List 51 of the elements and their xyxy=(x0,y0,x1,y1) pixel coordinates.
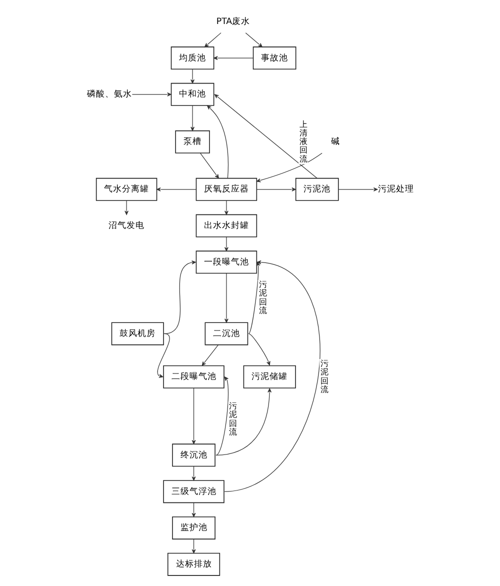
node-box: 二段曝气池 xyxy=(162,365,224,388)
arrow xyxy=(124,200,128,215)
arrow xyxy=(224,260,320,492)
arrow xyxy=(248,262,260,334)
node-box: 达标排放 xyxy=(166,552,220,576)
arrow xyxy=(191,538,196,554)
node-box: 均质池 xyxy=(170,46,214,70)
arrow xyxy=(163,260,196,334)
node-box: 泵槽 xyxy=(174,130,210,154)
arrow xyxy=(156,187,196,192)
node-box: 二沉池 xyxy=(204,322,248,346)
arrow xyxy=(224,236,228,252)
node-box: 出水水封罐 xyxy=(195,214,257,238)
arrow xyxy=(190,68,194,84)
arrow xyxy=(244,32,262,48)
node-box: 事故池 xyxy=(252,46,296,70)
node-box: 污泥储罐 xyxy=(242,365,296,388)
arrow xyxy=(156,333,170,378)
arrow xyxy=(256,187,296,192)
arrow xyxy=(256,152,322,182)
node-text: 碱 xyxy=(330,137,340,148)
arrow xyxy=(131,92,171,96)
arrow xyxy=(215,388,272,456)
arrow xyxy=(191,502,196,518)
arrow xyxy=(214,94,317,179)
arrow xyxy=(191,388,196,444)
node-text: PTA废水 xyxy=(216,16,250,27)
arrow xyxy=(213,56,254,60)
node-box: 气水分离罐 xyxy=(95,178,157,201)
arrow xyxy=(215,376,228,456)
node-box: 鼓风机房 xyxy=(110,322,164,346)
arrow xyxy=(224,273,228,323)
node-box: 厌氧反应器 xyxy=(195,178,257,201)
node-box: 三级气浮池 xyxy=(162,480,224,504)
arrow xyxy=(199,152,218,178)
arrow xyxy=(338,187,378,192)
node-box: 一段曝气池 xyxy=(195,250,257,274)
arrow xyxy=(201,344,218,366)
node-text: 污泥处理 xyxy=(378,184,414,195)
node-text: 沼气发电 xyxy=(108,221,144,232)
node-box: 监护池 xyxy=(172,516,215,540)
node-text: 磷酸、氨水 xyxy=(86,90,132,100)
arrow xyxy=(191,466,196,481)
node-box: 终沉池 xyxy=(172,444,215,467)
arrow xyxy=(206,105,228,179)
arrow xyxy=(248,333,270,366)
node-box: 中和池 xyxy=(170,82,214,106)
arrow xyxy=(224,200,228,215)
arrow xyxy=(190,105,194,131)
node-box: 污泥池 xyxy=(294,178,338,201)
arrow xyxy=(204,32,221,48)
